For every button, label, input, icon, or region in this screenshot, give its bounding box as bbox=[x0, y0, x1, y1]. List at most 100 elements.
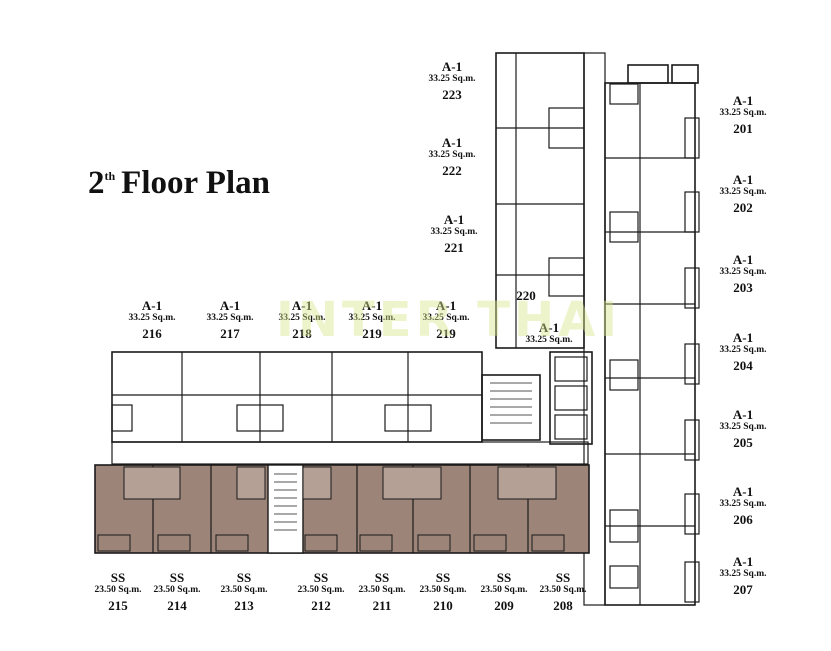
unit-area: 33.25 Sq.m. bbox=[428, 74, 476, 84]
unit-label-213: SS 23.50 Sq.m. 213 bbox=[221, 571, 268, 612]
unit-number: 206 bbox=[733, 511, 753, 527]
unit-number: 218 bbox=[292, 325, 312, 341]
unit-number: 215 bbox=[108, 597, 128, 613]
unit-type: A-1 bbox=[732, 93, 754, 108]
unit-type: A-1 bbox=[435, 298, 457, 313]
unit-type: A-1 bbox=[443, 212, 465, 227]
unit-type: A-1 bbox=[441, 59, 463, 74]
unit-type: A-1 bbox=[732, 252, 754, 267]
upper-block-outline bbox=[111, 351, 483, 443]
unit-area: 33.25 Sq.m. bbox=[128, 313, 176, 323]
right-wing-balconies bbox=[684, 117, 700, 603]
unit-type: A-1 bbox=[361, 298, 383, 313]
unit-number: 205 bbox=[733, 434, 753, 450]
unit-area: 33.25 Sq.m. bbox=[719, 345, 767, 355]
unit-label-208: SS 23.50 Sq.m. 208 bbox=[540, 571, 587, 612]
unit-label-220: A-1 33.25 Sq.m. bbox=[526, 321, 573, 349]
right-wing-bathrooms bbox=[609, 83, 639, 589]
unit-area: 33.25 Sq.m. bbox=[719, 569, 767, 579]
unit-area: 23.50 Sq.m. bbox=[419, 585, 467, 595]
unit-label-206: A-1 33.25 Sq.m. 206 bbox=[720, 485, 767, 526]
unit-type: A-1 bbox=[732, 172, 754, 187]
unit-type: SS bbox=[313, 570, 329, 585]
unit-label-219b: A-1 33.25 Sq.m. 219 bbox=[423, 299, 470, 340]
unit-label-209: SS 23.50 Sq.m. 209 bbox=[481, 571, 528, 612]
unit-type: SS bbox=[496, 570, 512, 585]
unit-area: 33.25 Sq.m. bbox=[719, 108, 767, 118]
unit-type: SS bbox=[110, 570, 126, 585]
top-stair bbox=[627, 64, 669, 84]
ss-stair-treads bbox=[274, 473, 297, 531]
right-wing-outline bbox=[604, 82, 696, 606]
unit-type: A-1 bbox=[219, 298, 241, 313]
title-ordinal: 2 bbox=[88, 165, 105, 201]
unit-label-205: A-1 33.25 Sq.m. 205 bbox=[720, 408, 767, 449]
title-ordinal-suffix: th bbox=[104, 169, 116, 183]
unit-label-210: SS 23.50 Sq.m. 210 bbox=[420, 571, 467, 612]
unit-number: 216 bbox=[142, 325, 162, 341]
corridor-horizontal bbox=[111, 441, 589, 465]
unit-number: 217 bbox=[220, 325, 240, 341]
unit-type: A-1 bbox=[732, 407, 754, 422]
unit-label-214: SS 23.50 Sq.m. 214 bbox=[154, 571, 201, 612]
unit-number: 204 bbox=[733, 357, 753, 373]
unit-number: 201 bbox=[733, 120, 753, 136]
unit-type: A-1 bbox=[732, 554, 754, 569]
unit-label-219a: A-1 33.25 Sq.m. 219 bbox=[349, 299, 396, 340]
unit-number: 222 bbox=[442, 162, 462, 178]
ss-balconies bbox=[97, 534, 565, 552]
unit-area: 23.50 Sq.m. bbox=[94, 585, 142, 595]
upper-block-dividers bbox=[112, 352, 482, 442]
unit-label-207: A-1 33.25 Sq.m. 207 bbox=[720, 555, 767, 596]
unit-number: 221 bbox=[444, 239, 464, 255]
unit-number: 212 bbox=[311, 597, 331, 613]
unit-area: 23.50 Sq.m. bbox=[220, 585, 268, 595]
unit-type: SS bbox=[435, 570, 451, 585]
unit-number: 213 bbox=[234, 597, 254, 613]
unit-type: A-1 bbox=[291, 298, 313, 313]
unit-number: 223 bbox=[442, 86, 462, 102]
unit-number: 219 bbox=[436, 325, 456, 341]
unit-label-204: A-1 33.25 Sq.m. 204 bbox=[720, 331, 767, 372]
lift-core bbox=[549, 351, 593, 445]
unit-label-215: SS 23.50 Sq.m. 215 bbox=[95, 571, 142, 612]
ss-block-stair bbox=[267, 464, 304, 554]
ss-block bbox=[94, 464, 590, 554]
unit-label-203: A-1 33.25 Sq.m. 203 bbox=[720, 253, 767, 294]
center-column-dividers bbox=[496, 53, 584, 348]
corridor-vertical bbox=[583, 52, 606, 606]
unit-label-223: A-1 33.25 Sq.m. 223 bbox=[429, 60, 476, 101]
unit-area: 33.25 Sq.m. bbox=[719, 267, 767, 277]
unit-label-212: SS 23.50 Sq.m. 212 bbox=[298, 571, 345, 612]
unit-area: 33.25 Sq.m. bbox=[430, 227, 478, 237]
unit-number: 219 bbox=[362, 325, 382, 341]
unit-area: 33.25 Sq.m. bbox=[719, 422, 767, 432]
unit-label-221: A-1 33.25 Sq.m. 221 bbox=[431, 213, 478, 254]
center-column-outline bbox=[495, 52, 585, 349]
unit-area: 23.50 Sq.m. bbox=[480, 585, 528, 595]
unit-label-222: A-1 33.25 Sq.m. 222 bbox=[429, 136, 476, 177]
unit-type: A-1 bbox=[141, 298, 163, 313]
unit-number: 214 bbox=[167, 597, 187, 613]
unit-label-220-number: 220 bbox=[516, 289, 536, 302]
unit-number: 220 bbox=[516, 288, 536, 303]
unit-number: 210 bbox=[433, 597, 453, 613]
unit-area: 23.50 Sq.m. bbox=[297, 585, 345, 595]
unit-type: A-1 bbox=[732, 330, 754, 345]
unit-label-218: A-1 33.25 Sq.m. 218 bbox=[279, 299, 326, 340]
unit-label-202: A-1 33.25 Sq.m. 202 bbox=[720, 173, 767, 214]
unit-number: 202 bbox=[733, 199, 753, 215]
unit-area: 23.50 Sq.m. bbox=[539, 585, 587, 595]
unit-area: 33.25 Sq.m. bbox=[428, 150, 476, 160]
unit-type: SS bbox=[374, 570, 390, 585]
unit-area: 33.25 Sq.m. bbox=[278, 313, 326, 323]
unit-type: A-1 bbox=[732, 484, 754, 499]
lift-shafts bbox=[554, 356, 588, 440]
unit-area: 33.25 Sq.m. bbox=[422, 313, 470, 323]
unit-number: 203 bbox=[733, 279, 753, 295]
unit-type: SS bbox=[555, 570, 571, 585]
unit-type: A-1 bbox=[538, 320, 560, 335]
unit-number: 208 bbox=[553, 597, 573, 613]
